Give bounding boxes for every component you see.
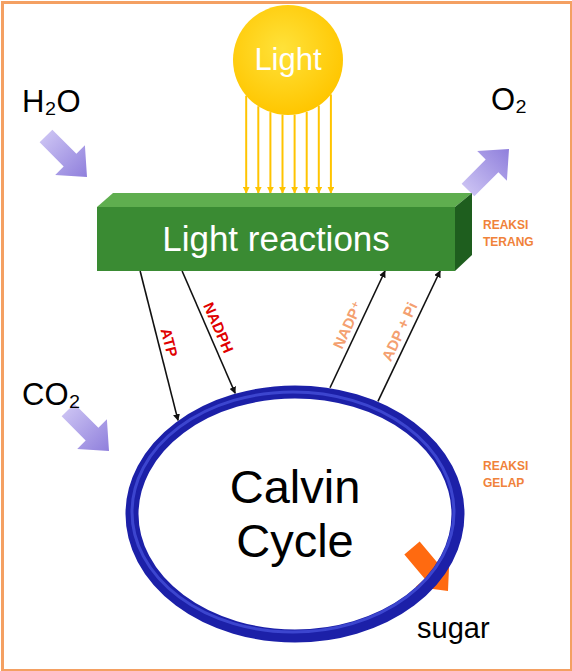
sun-circle bbox=[233, 5, 343, 115]
arrow-line bbox=[306, 112, 308, 193]
process-box: Light reactions bbox=[97, 193, 472, 271]
substance-label: O₂ bbox=[491, 82, 527, 118]
node-text: Calvin Cycle bbox=[185, 425, 405, 603]
substance-label: CO₂ bbox=[22, 377, 81, 413]
cycle-ring bbox=[132, 392, 458, 636]
node-text: Light reactions bbox=[97, 207, 455, 271]
arrow-line bbox=[269, 112, 271, 193]
stage-note: REAKSI GELAP bbox=[483, 458, 555, 493]
substance-label: sugar bbox=[417, 612, 490, 645]
arrow-line bbox=[294, 115, 296, 193]
input-arrow bbox=[31, 121, 102, 192]
arrow-line bbox=[330, 94, 332, 193]
stage-note: REAKSI TERANG bbox=[483, 217, 555, 252]
edge-label: NADP⁺ bbox=[329, 298, 367, 351]
box-side-face bbox=[455, 193, 472, 271]
sun-node: Light bbox=[233, 5, 343, 115]
arrow-line bbox=[318, 106, 320, 193]
arrow-line bbox=[378, 271, 440, 401]
arrow-line bbox=[282, 115, 284, 193]
box-front-face bbox=[97, 207, 455, 271]
edge-label: ADP + Pi bbox=[378, 300, 420, 364]
cycle-ring-highlight bbox=[132, 392, 454, 632]
node-text: Light bbox=[233, 5, 343, 115]
arrow-line bbox=[257, 106, 259, 193]
box-top-face bbox=[97, 193, 472, 207]
substance-label: H₂O bbox=[22, 84, 81, 120]
cycle-ellipse: Calvin Cycle bbox=[125, 385, 465, 643]
flow-arrow bbox=[378, 271, 440, 401]
arrow-line bbox=[245, 96, 247, 193]
